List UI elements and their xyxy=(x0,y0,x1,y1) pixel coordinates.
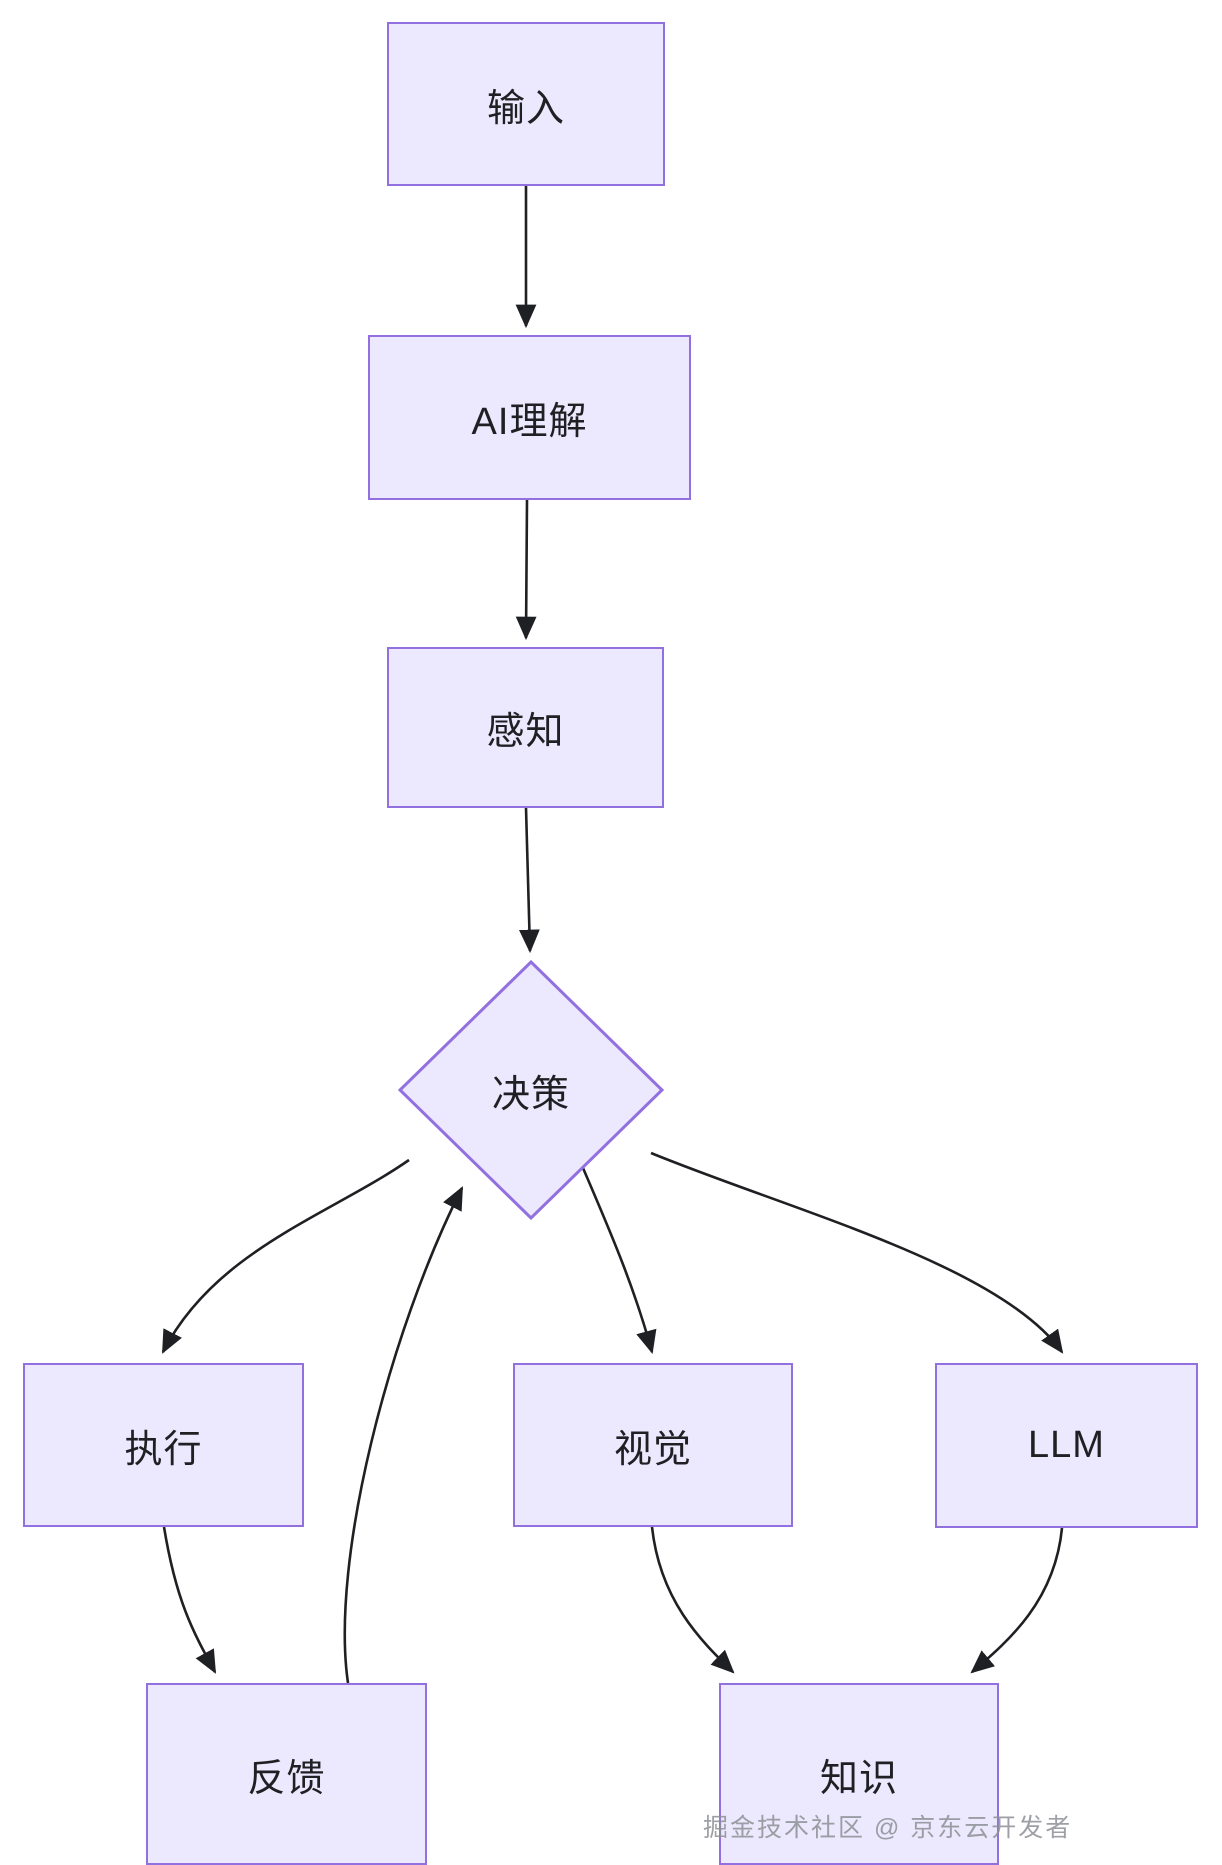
node-decision[interactable]: 决策 xyxy=(398,960,664,1220)
edge-execute-to-feedback xyxy=(162,1526,217,1674)
node-ai-understanding-label: AI理解 xyxy=(471,401,588,443)
node-ai-understanding[interactable]: AI理解 xyxy=(368,335,691,500)
node-execute-label: 执行 xyxy=(124,1428,203,1471)
node-vision-label: 视觉 xyxy=(613,1428,692,1471)
node-knowledge-label: 知识 xyxy=(819,1757,898,1800)
node-feedback[interactable]: 反馈 xyxy=(146,1683,427,1865)
node-execute[interactable]: 执行 xyxy=(23,1363,304,1527)
node-feedback-label: 反馈 xyxy=(247,1757,326,1800)
edge-vision-to-knowledge xyxy=(650,1526,735,1674)
node-decision-label: 决策 xyxy=(491,1073,570,1116)
node-vision[interactable]: 视觉 xyxy=(513,1363,793,1527)
edge-decision-to-vision xyxy=(581,1167,657,1355)
node-llm-label: LLM xyxy=(1028,1424,1105,1466)
node-perception[interactable]: 感知 xyxy=(387,647,664,808)
watermark-text: 掘金技术社区 @ 京东云开发者 xyxy=(703,1814,1073,1842)
node-knowledge[interactable]: 知识 xyxy=(719,1683,999,1865)
node-input[interactable]: 输入 xyxy=(387,22,665,186)
decision-diamond-shape xyxy=(398,960,664,1220)
edge-decision-to-execute xyxy=(161,1158,410,1354)
edge-decision-to-llm xyxy=(650,1151,1064,1354)
node-llm[interactable]: LLM xyxy=(935,1363,1198,1528)
node-input-label: 输入 xyxy=(486,87,565,130)
edge-ai-to-perceive xyxy=(515,499,537,641)
edge-feedback-to-decision xyxy=(343,1186,464,1684)
node-perception-label: 感知 xyxy=(486,711,565,753)
edge-llm-to-knowledge xyxy=(970,1527,1064,1674)
edge-perceive-to-decision xyxy=(519,807,540,954)
